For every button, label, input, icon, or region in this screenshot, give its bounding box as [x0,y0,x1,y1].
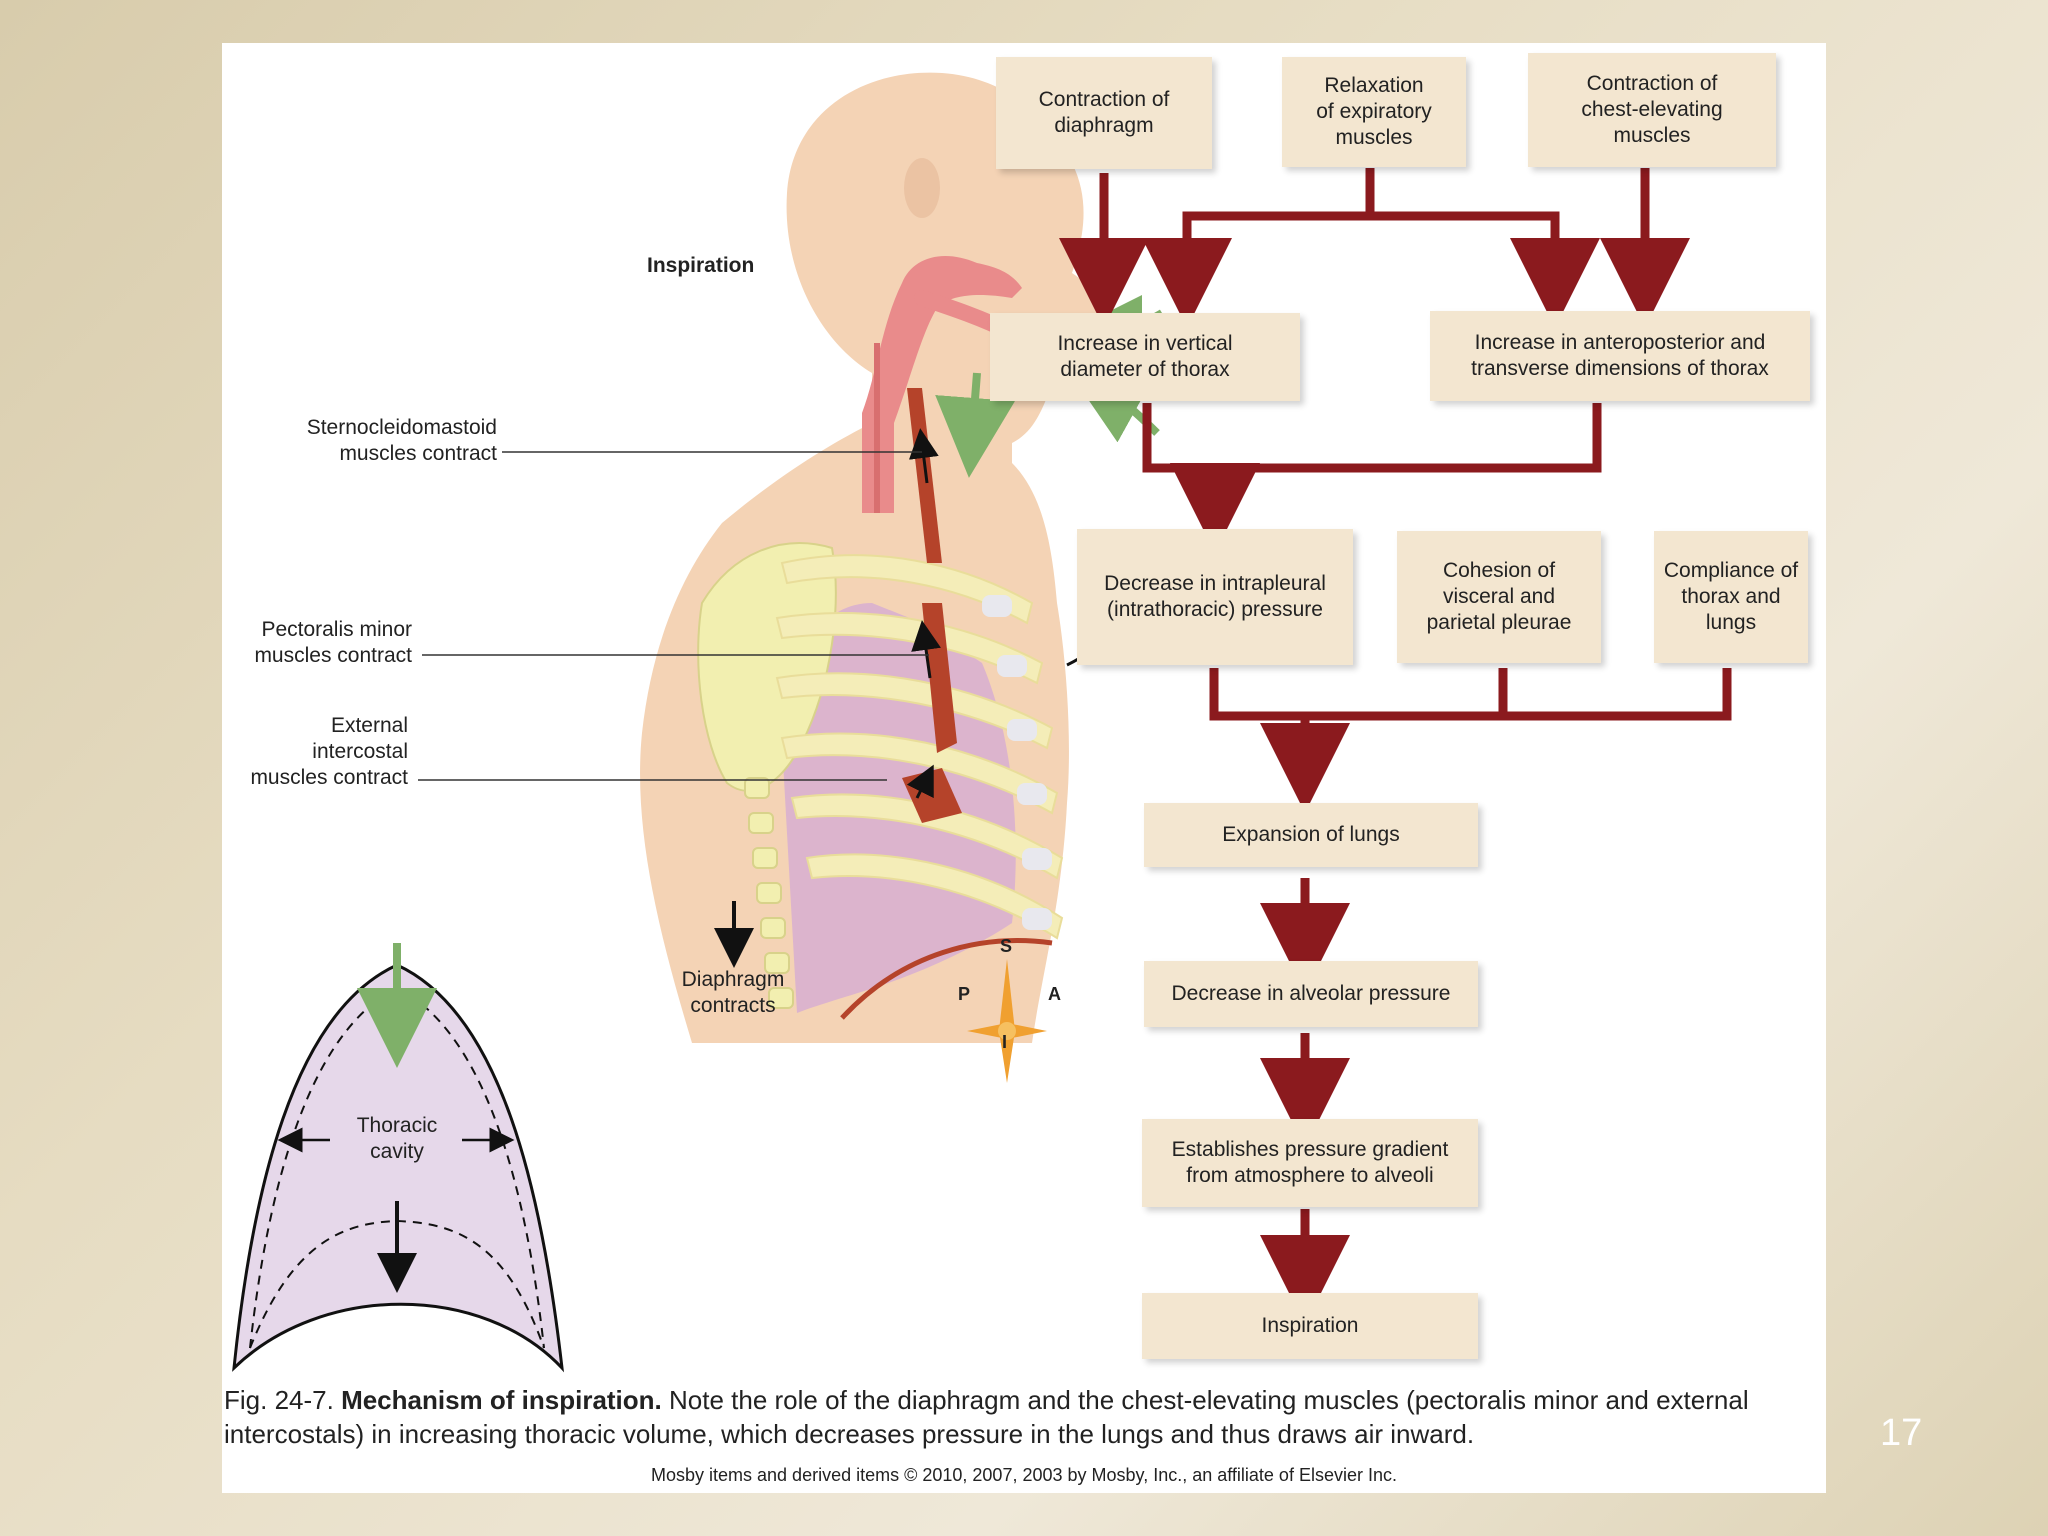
figure-artwork [232,72,1732,1373]
compass-s: S [1000,936,1013,956]
rib-cage [775,554,1064,940]
pectoralis-minor-label: Pectoralis minor muscles contract [254,618,412,667]
thoracic-cavity-diagram [232,943,565,1373]
external-intercostal-label: External intercostal muscles contract [250,714,408,789]
compass-p: P [958,984,971,1004]
torso-illustration [418,72,1174,1043]
inspiration-label: Inspiration [647,254,755,277]
box-increase-vertical-diameter: Increase in vertical diameter of thorax [990,313,1300,401]
box-cohesion-of-pleurae: Cohesion of visceral and parietal pleura… [1397,531,1601,663]
caption-title: Mechanism of inspiration. [341,1385,662,1415]
copyright-credit: Mosby items and derived items © 2010, 20… [651,1465,1397,1485]
compass-a: A [1048,984,1061,1004]
box-relaxation-of-expiratory-muscles: Relaxation of expiratory muscles [1282,57,1466,167]
caption-text: Note the role of the diaphragm and the c… [224,1385,1749,1449]
caption-figure-number: Fig. 24-7. [224,1385,334,1415]
slide-number: 17 [1880,1412,1923,1454]
compass-rose [967,959,1047,1083]
flowchart-connectors [1059,168,1732,1325]
compass-i: I [1002,1032,1008,1052]
spine [744,777,794,1009]
pectoralis-arrow [911,620,941,679]
box-inspiration: Inspiration [1142,1293,1478,1359]
box-establishes-pressure-gradient: Establishes pressure gradient from atmos… [1142,1119,1478,1207]
diaphragm-label: Diaphragm contracts [681,968,785,1017]
figure-caption: Fig. 24-7. Mechanism of inspiration. Not… [224,1383,1784,1451]
box-contraction-of-chest-elevating-muscles: Contraction of chest-elevating muscles [1528,53,1776,167]
sternocleidomastoid-arrow [908,428,939,484]
airway [862,255,1022,513]
thoracic-cavity-label: Thoracic cavity [356,1114,438,1163]
box-increase-anteroposterior-dimensions: Increase in anteroposterior and transver… [1430,311,1810,401]
box-decrease-alveolar-pressure: Decrease in alveolar pressure [1144,961,1478,1027]
ear [904,158,940,218]
box-decrease-intrapleural-pressure: Decrease in intrapleural (intrathoracic)… [1077,529,1353,665]
box-compliance-of-thorax: Compliance of thorax and lungs [1654,531,1808,663]
sternocleidomastoid-label: Sternocleidomastoid muscles contract [306,416,497,465]
intercostal-arrow [906,764,934,799]
diaphragm [840,938,1053,1020]
costal-cartilage [982,595,1052,930]
figure: Contraction of diaphragm Relaxation of e… [222,43,1826,1493]
box-contraction-of-diaphragm: Contraction of diaphragm [996,57,1212,169]
box-expansion-of-lungs: Expansion of lungs [1144,803,1478,867]
cavity-outline [232,963,565,1373]
